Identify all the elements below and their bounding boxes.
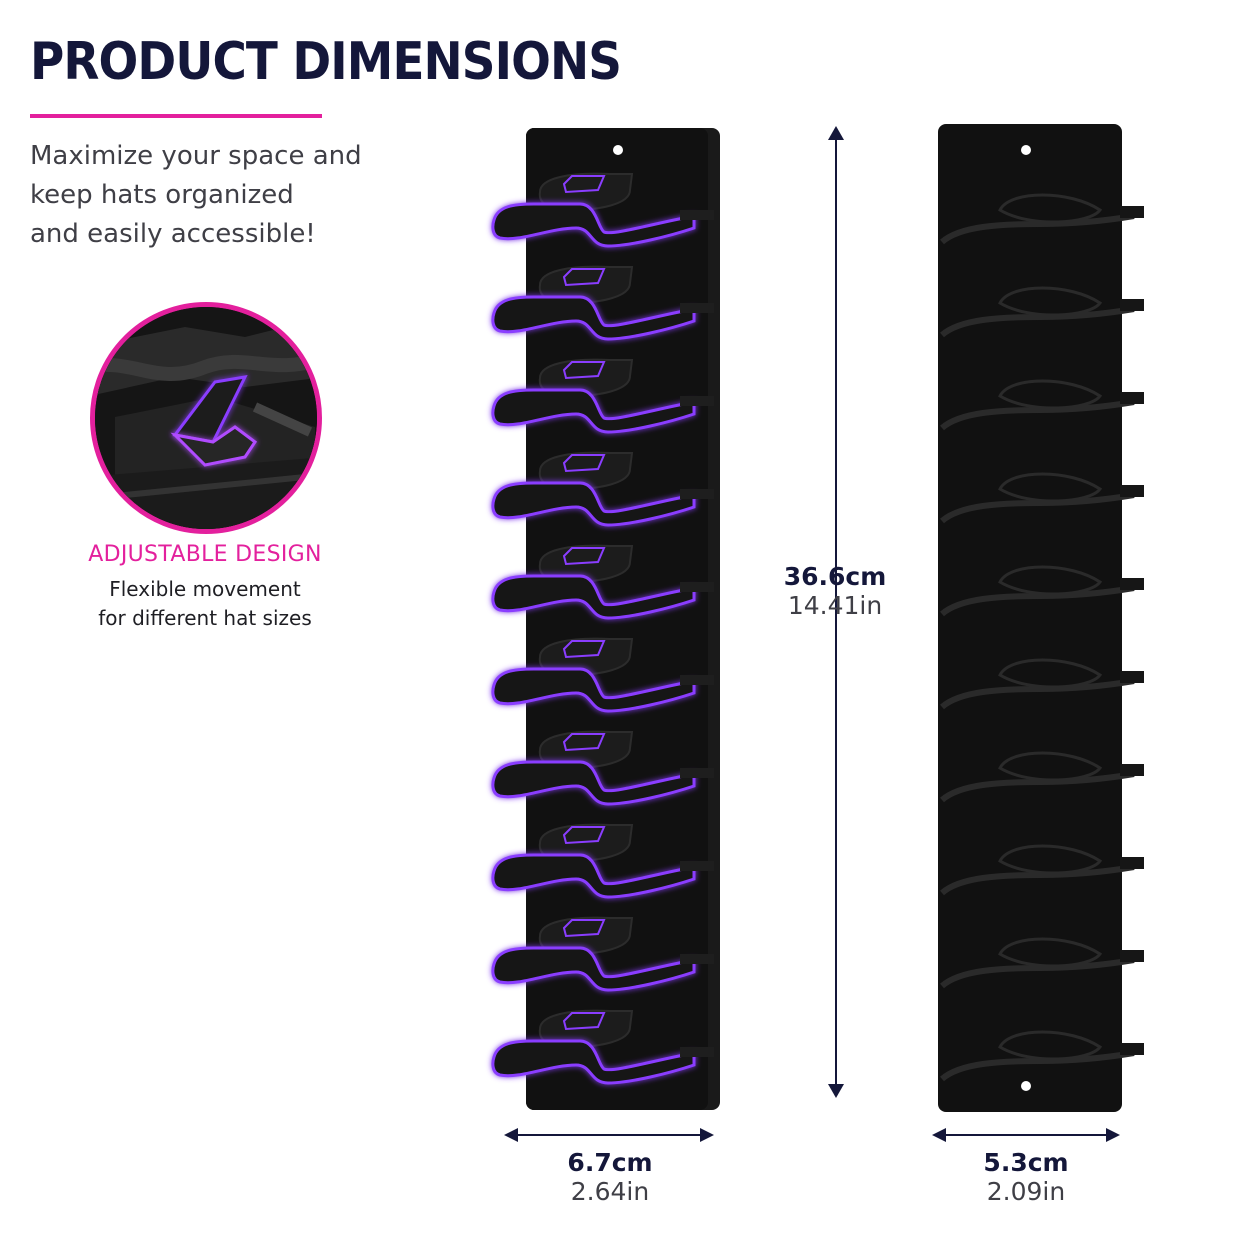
rack-front-view [491, 128, 720, 1110]
hat-hook-side [940, 286, 1144, 338]
feature-description: Flexible movement for different hat size… [0, 575, 410, 633]
rack-side-view [938, 124, 1144, 1112]
hook-closeup-image [90, 302, 322, 534]
height-dimension-label: 36.6cm 14.41in [770, 562, 900, 620]
hat-hook-side [940, 751, 1144, 803]
hat-hook-side [940, 844, 1144, 896]
hat-hook [491, 637, 714, 713]
front-width-imperial: 2.64in [570, 1177, 650, 1206]
hat-hook [491, 730, 714, 806]
hat-hook-side [940, 658, 1144, 710]
hat-hook [491, 172, 714, 248]
height-arrow [828, 126, 844, 1098]
hat-hook-side [940, 1030, 1144, 1082]
hat-hook-side [940, 565, 1144, 617]
rack-hooks-side [940, 193, 1144, 1082]
side-width-arrow [932, 1128, 1120, 1142]
feature-desc-line: for different hat sizes [98, 606, 312, 630]
hat-hook [491, 451, 714, 527]
closeup-svg [95, 307, 317, 529]
hat-hook [491, 544, 714, 620]
tagline-line: and easily accessible! [30, 219, 316, 249]
title-underline [30, 114, 322, 118]
hat-hook-side [940, 937, 1144, 989]
side-width-label: 5.3cm 2.09in [956, 1148, 1096, 1206]
front-width-arrow [504, 1128, 714, 1142]
tagline-line: keep hats organized [30, 180, 294, 210]
feature-title: ADJUSTABLE DESIGN [88, 542, 322, 567]
page-title: PRODUCT DIMENSIONS [30, 32, 622, 92]
tagline-line: Maximize your space and [30, 141, 362, 171]
feature-desc-line: Flexible movement [109, 577, 301, 601]
front-width-label: 6.7cm 2.64in [540, 1148, 680, 1206]
height-metric: 36.6cm [783, 562, 887, 591]
hat-hook-side [940, 379, 1144, 431]
rack-hooks-front [491, 172, 714, 1085]
hat-hook [491, 265, 714, 341]
side-width-imperial: 2.09in [986, 1177, 1066, 1206]
tagline: Maximize your space and keep hats organi… [30, 137, 410, 254]
hat-hook-side [940, 472, 1144, 524]
front-width-metric: 6.7cm [567, 1148, 653, 1177]
hat-hook [491, 916, 714, 992]
hat-hook [491, 358, 714, 434]
hat-hook-side [940, 193, 1144, 245]
height-imperial: 14.41in [787, 591, 883, 620]
side-width-metric: 5.3cm [983, 1148, 1069, 1177]
hat-hook [491, 1009, 714, 1085]
hat-hook [491, 823, 714, 899]
